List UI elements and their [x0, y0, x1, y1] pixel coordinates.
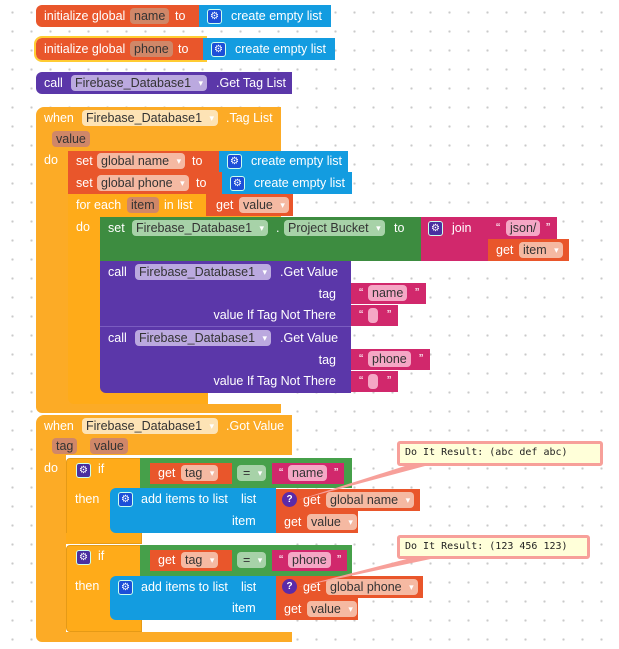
text-json-block[interactable]: “ json/ ”	[488, 217, 557, 239]
get-item-block[interactable]: get item	[488, 239, 569, 261]
text-field[interactable]: json/	[506, 220, 541, 236]
gear-icon[interactable]: ⚙	[76, 463, 91, 478]
gear-icon[interactable]: ⚙	[118, 492, 133, 507]
var-dropdown[interactable]: global name	[97, 153, 186, 169]
get-value-block[interactable]: get value	[276, 511, 358, 533]
param-value[interactable]: value	[90, 438, 128, 454]
get-global-name-block[interactable]: ? get global name	[276, 489, 420, 511]
property-dropdown[interactable]: Project Bucket	[284, 220, 385, 236]
var-name-field[interactable]: phone	[130, 41, 173, 57]
var-dropdown[interactable]: global phone	[97, 175, 189, 191]
compare-block[interactable]: get tag = “ phone ”	[140, 545, 352, 576]
operator-dropdown[interactable]: =	[237, 465, 267, 481]
init-global-name-block[interactable]: initialize global name to	[36, 5, 201, 27]
get-global-phone-block[interactable]: ? get global phone	[276, 576, 423, 598]
gear-icon[interactable]: ⚙	[211, 42, 226, 57]
var-dropdown[interactable]: value	[307, 514, 357, 530]
var-dropdown[interactable]: value	[307, 601, 357, 617]
do-it-result-comment[interactable]: Do It Result: (123 456 123)	[397, 535, 590, 559]
var-dropdown[interactable]: tag	[181, 552, 219, 568]
var-dropdown[interactable]: global phone	[326, 579, 418, 595]
component-dropdown[interactable]: Firebase_Database1	[135, 330, 272, 346]
param-tag[interactable]: tag	[52, 438, 78, 454]
get-value-block[interactable]: get value	[276, 598, 358, 620]
help-icon[interactable]: ?	[282, 579, 297, 594]
var-dropdown[interactable]: tag	[181, 465, 219, 481]
gear-icon[interactable]: ⚙	[227, 154, 242, 169]
gear-icon[interactable]: ⚙	[230, 176, 245, 191]
component-dropdown[interactable]: Firebase_Database1	[132, 220, 269, 236]
do-it-result-comment[interactable]: Do It Result: (abc def abc)	[397, 441, 603, 466]
text-phone-block[interactable]: “ phone ”	[272, 550, 347, 571]
component-dropdown[interactable]: Firebase_Database1	[135, 264, 272, 280]
gear-icon[interactable]: ⚙	[207, 9, 222, 24]
add-items-to-list-block[interactable]: ⚙ add items to list list item	[110, 576, 276, 620]
text-field[interactable]: name	[368, 285, 408, 301]
get-tag-block[interactable]: get tag	[150, 550, 232, 571]
set-global-phone-block[interactable]: set global phone to	[68, 172, 224, 194]
empty-text-block[interactable]: “”	[351, 371, 398, 392]
create-empty-list-block[interactable]: ⚙ create empty list	[222, 172, 352, 194]
text-name-block[interactable]: “ name ”	[272, 463, 344, 484]
gear-icon[interactable]: ⚙	[118, 580, 133, 595]
call-get-value-name-block[interactable]: call Firebase_Database1 .Get Value tag v…	[100, 261, 351, 327]
text-field[interactable]: phone	[288, 552, 331, 568]
gear-icon[interactable]: ⚙	[428, 221, 443, 236]
call-get-value-phone-block[interactable]: call Firebase_Database1 .Get Value tag v…	[100, 327, 351, 393]
compare-block[interactable]: get tag = “ name ”	[140, 458, 352, 488]
component-dropdown[interactable]: Firebase_Database1	[82, 418, 219, 434]
text-field[interactable]: phone	[368, 351, 411, 367]
create-empty-list-block[interactable]: ⚙ create empty list	[199, 5, 331, 27]
component-dropdown[interactable]: Firebase_Database1	[71, 75, 208, 91]
get-tag-block[interactable]: get tag	[150, 463, 232, 484]
set-global-name-block[interactable]: set global name to	[68, 151, 221, 172]
component-dropdown[interactable]: Firebase_Database1	[82, 110, 219, 126]
init-global-phone-block[interactable]: initialize global phone to	[34, 36, 207, 62]
gear-icon[interactable]: ⚙	[76, 550, 91, 565]
add-items-to-list-block[interactable]: ⚙ add items to list list item	[110, 488, 276, 533]
operator-dropdown[interactable]: =	[237, 552, 267, 568]
var-name-field[interactable]: name	[130, 8, 170, 24]
text-name-block[interactable]: “ name ”	[351, 283, 426, 304]
call-get-tag-list-block[interactable]: call Firebase_Database1 .Get Tag List	[36, 72, 292, 94]
loop-var-item[interactable]: item	[127, 197, 159, 213]
param-value[interactable]: value	[52, 131, 90, 147]
text-phone-block[interactable]: “ phone ”	[351, 349, 430, 370]
empty-text-block[interactable]: “”	[351, 305, 398, 326]
text-field[interactable]: name	[288, 465, 328, 481]
var-dropdown[interactable]: item	[519, 242, 563, 258]
create-empty-list-block[interactable]: ⚙ create empty list	[203, 38, 335, 60]
set-project-bucket-block[interactable]: set Firebase_Database1 . Project Bucket …	[100, 217, 422, 261]
get-value-block[interactable]: get value	[206, 194, 293, 216]
help-icon[interactable]: ?	[282, 492, 297, 507]
var-dropdown[interactable]: value	[239, 197, 289, 213]
var-dropdown[interactable]: global name	[326, 492, 415, 508]
create-empty-list-block[interactable]: ⚙ create empty list	[219, 151, 348, 172]
join-block[interactable]: ⚙ join	[421, 217, 489, 261]
